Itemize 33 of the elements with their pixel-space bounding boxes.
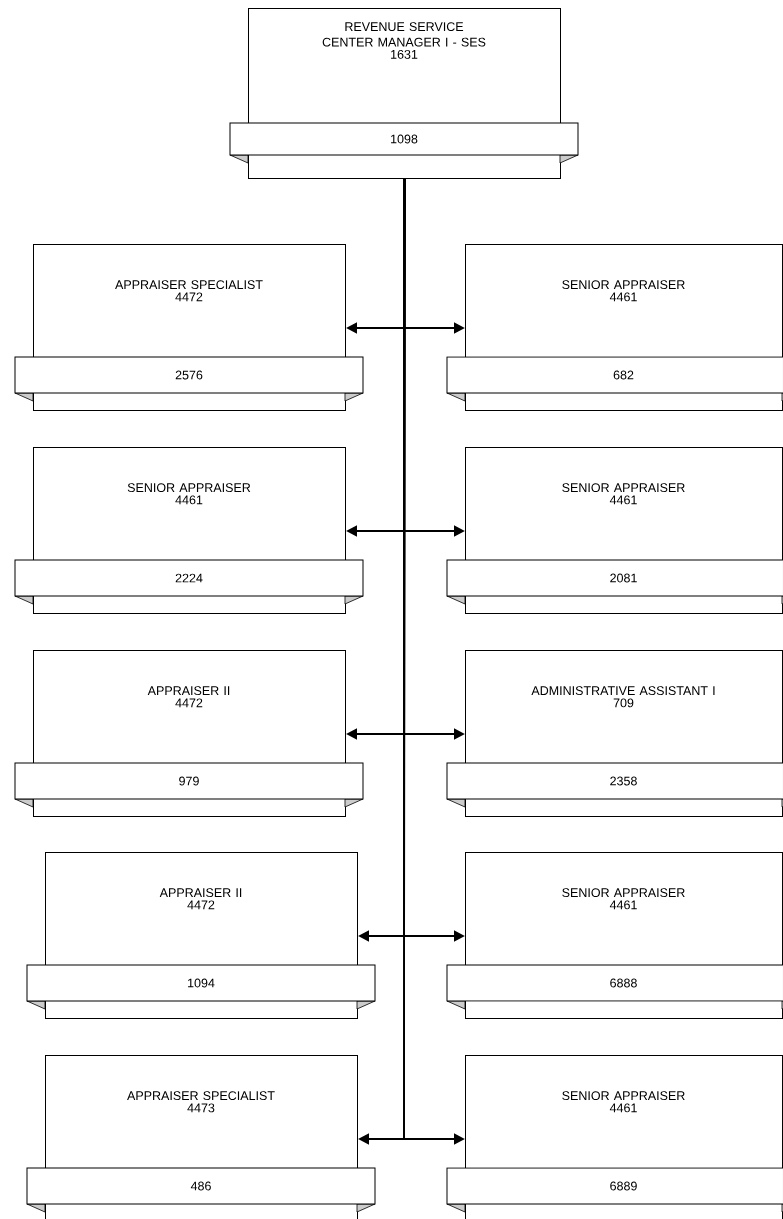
ribbon-banner: 682 [446,356,783,402]
position-title: APPRAISER SPECIALIST [127,1091,275,1101]
position-number: 4472 [175,698,203,708]
ribbon-banner: 6889 [446,1167,783,1213]
ribbon-banner: 1094 [26,964,376,1010]
position-title: REVENUE SERVICE CENTER MANAGER I - SES [322,22,486,47]
ribbon-banner: 486 [26,1167,376,1213]
position-title: ADMINISTRATIVE ASSISTANT I [531,686,715,696]
position-number: 4461 [609,900,637,910]
position-title: SENIOR APPRAISER [127,483,251,493]
ribbon-banner: 6888 [446,964,783,1010]
position-number: 4472 [175,292,203,302]
position-number: 4461 [609,495,637,505]
position-number: 1631 [391,49,418,59]
position-number: 4461 [175,495,203,505]
position-title: SENIOR APPRAISER [562,1091,685,1101]
ribbon-banner: 2576 [14,356,364,402]
position-title: APPRAISER SPECIALIST [115,280,263,290]
position-title: APPRAISER II [159,888,242,898]
position-title: SENIOR APPRAISER [562,280,685,290]
ribbon-banner: 1098 [229,122,579,164]
position-number: 4472 [187,900,215,910]
position-number: 4461 [609,1103,637,1113]
ribbon-banner: 979 [14,762,364,808]
position-number: 4461 [609,292,637,302]
position-title: SENIOR APPRAISER [562,888,685,898]
ribbon-banner: 2224 [14,559,364,605]
ribbon-banner: 2081 [446,559,783,605]
position-number: 4473 [187,1103,215,1113]
position-number: 709 [613,698,634,708]
position-title: APPRAISER II [147,686,230,696]
position-title: SENIOR APPRAISER [562,483,685,493]
ribbon-banner: 2358 [446,762,783,808]
